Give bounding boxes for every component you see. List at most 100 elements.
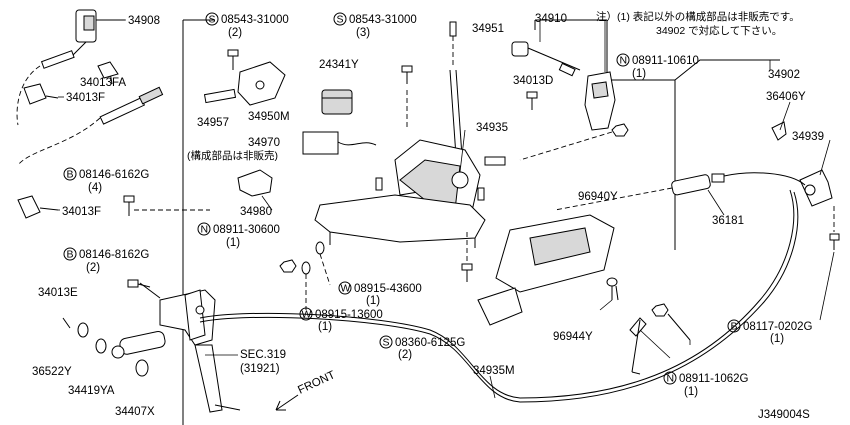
indicator-96940Y xyxy=(477,214,615,326)
label-36522Y: 36522Y xyxy=(32,366,72,378)
label-34951: 34951 xyxy=(472,23,504,35)
nut-symbol: N xyxy=(667,373,675,385)
label-08543-31000-b: 08543-31000 xyxy=(349,14,417,26)
switch-34970 xyxy=(302,131,377,155)
screw-08360-6125G xyxy=(461,232,473,282)
cable-end-36181 xyxy=(554,172,806,211)
qty-08915-43600: (1) xyxy=(366,295,380,307)
front-label: FRONT xyxy=(296,369,337,397)
label-96944Y: 96944Y xyxy=(553,331,593,343)
shift-lever-34935 xyxy=(394,69,506,221)
label-08146-8162G: 08146-8162G xyxy=(79,249,149,261)
clamp-34939 xyxy=(799,169,833,207)
label-34902: 34902 xyxy=(768,69,800,81)
qty-08117-0202G: (1) xyxy=(770,333,784,345)
qty-08543-31000-b: (3) xyxy=(356,27,370,39)
bolt-symbol: B xyxy=(731,321,738,333)
qty-08911-1062G: (1) xyxy=(684,386,698,398)
screw-symbol: S xyxy=(209,14,216,26)
qty-08915-13600: (1) xyxy=(318,321,332,333)
screw-symbol: S xyxy=(337,14,344,26)
label-08911-10610: 08911-10610 xyxy=(632,55,699,67)
label-08117-0202G: 08117-0202G xyxy=(743,321,813,333)
label-34407X: 34407X xyxy=(115,406,155,418)
callout-w-08915-13600: W 08915-13600 (1) xyxy=(299,307,383,333)
label-34935M: 34935M xyxy=(473,365,515,377)
label-34939: 34939 xyxy=(792,131,824,143)
screw-34951 xyxy=(449,21,457,68)
selector-lever-bracket xyxy=(111,282,241,413)
label-34950M: 34950M xyxy=(248,111,290,123)
label-34970-note: (構成部品は非販売) xyxy=(187,149,278,162)
qty-08911-10610: (1) xyxy=(632,68,646,80)
label-34013D: 34013D xyxy=(513,75,553,87)
label-24341Y: 24341Y xyxy=(319,59,359,71)
note-line-1: 注）(1) 表記以外の構成部品は非販売です。 xyxy=(596,10,800,23)
screws-08543-31000 xyxy=(227,49,413,130)
label-96940Y: 96940Y xyxy=(578,191,618,203)
clip-34013FA xyxy=(97,61,119,79)
screw-symbol: S xyxy=(383,337,390,349)
callout-n-08911-10610: N 08911-10610 (1) xyxy=(616,53,699,80)
label-34970: 34970 xyxy=(248,137,280,149)
label-08360-6125G: 08360-6125G xyxy=(395,337,465,349)
label-08911-1062G: 08911-1062G xyxy=(679,373,749,385)
washer-symbol: W xyxy=(341,283,351,295)
bolt-08146-8162G xyxy=(127,279,151,288)
qty-08146-6162G: (4) xyxy=(88,182,102,194)
callout-n-08911-30600: N 08911-30600 (1) xyxy=(197,222,280,249)
diagram-id: J349004S xyxy=(758,409,810,421)
label-08915-43600: 08915-43600 xyxy=(354,283,422,295)
shift-lever-base xyxy=(314,177,486,248)
callout-n-08911-1062G: N 08911-1062G (1) xyxy=(663,371,749,398)
qty-08146-8162G: (2) xyxy=(86,262,100,274)
label-sec319-sub: (31921) xyxy=(240,363,280,375)
nut-washers-center xyxy=(279,241,331,310)
solenoid-34950M xyxy=(203,61,286,106)
clip-34013F-upper xyxy=(23,83,59,105)
bulb-96944Y xyxy=(606,277,619,301)
assembly-frame xyxy=(182,19,780,425)
label-34910: 34910 xyxy=(535,13,567,25)
label-34419YA: 34419YA xyxy=(68,385,115,397)
washers-34419YA-36522Y xyxy=(77,322,149,377)
label-34013F-lower: 34013F xyxy=(62,206,101,218)
label-34935: 34935 xyxy=(476,122,508,134)
label-08911-30600: 08911-30600 xyxy=(213,224,280,236)
washer-symbol: W xyxy=(302,309,312,321)
callout-s-08360-6125G: S 08360-6125G (2) xyxy=(379,335,465,361)
label-34908: 34908 xyxy=(128,15,160,27)
label-34013FA: 34013FA xyxy=(80,77,126,89)
callout-s-08543-31000-b: S 08543-31000 (3) xyxy=(333,12,417,39)
qty-08543-31000-a: (2) xyxy=(228,27,242,39)
qty-08360-6125G: (2) xyxy=(398,349,412,361)
bolt-symbol: B xyxy=(67,249,74,261)
callout-b-08146-8162G: B 08146-8162G (2) xyxy=(63,247,149,274)
label-34013F-upper: 34013F xyxy=(66,92,105,104)
bracket-34980 xyxy=(237,169,273,197)
front-arrow xyxy=(275,394,299,411)
label-36181: 36181 xyxy=(712,215,744,227)
screw-34013D xyxy=(526,91,538,110)
callout-w-08915-43600: W 08915-43600 (1) xyxy=(338,281,422,307)
cable-sheath-left xyxy=(17,50,164,166)
nut-symbol: N xyxy=(201,224,209,236)
label-36406Y: 36406Y xyxy=(766,91,806,103)
switch-24341Y xyxy=(321,89,353,115)
callout-b-08146-6162G: B 08146-6162G (4) xyxy=(63,167,149,194)
callout-s-08543-31000-a: S 08543-31000 (2) xyxy=(205,12,289,39)
nut-08911-10610 xyxy=(519,123,629,161)
label-34980: 34980 xyxy=(240,206,272,218)
label-08543-31000-a: 08543-31000 xyxy=(221,14,289,26)
pin-34013E xyxy=(62,317,71,329)
clip-36406Y xyxy=(771,121,787,141)
bolt-08146-6162G xyxy=(123,195,210,216)
label-34957: 34957 xyxy=(197,117,229,129)
label-sec319: SEC.319 xyxy=(240,349,286,361)
nut-symbol: N xyxy=(620,55,628,67)
control-cable-34935M xyxy=(199,189,799,403)
nut-08911-1062G xyxy=(651,303,691,341)
label-08915-13600: 08915-13600 xyxy=(315,309,383,321)
label-08146-6162G: 08146-6162G xyxy=(79,169,149,181)
